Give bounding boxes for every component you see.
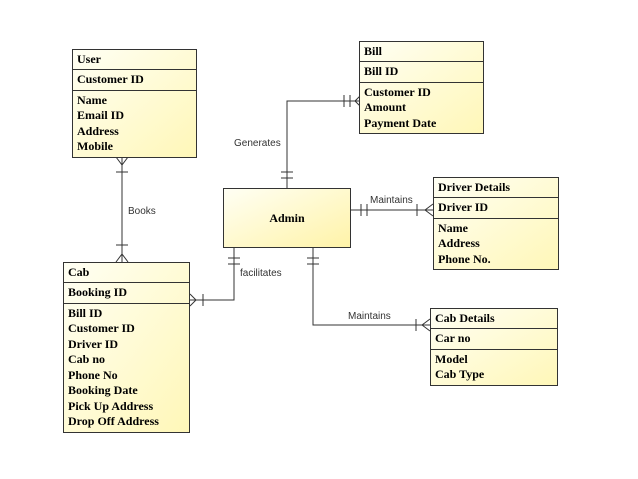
driver-details-entity: Driver Details Driver ID Name Address Ph… bbox=[433, 177, 559, 270]
attribute-list: Name Address Phone No. bbox=[434, 219, 558, 270]
primary-key-section: Customer ID bbox=[73, 70, 196, 91]
primary-key-section: Car no bbox=[431, 329, 557, 350]
primary-key: Driver ID bbox=[438, 200, 489, 214]
attribute-list: Model Cab Type bbox=[431, 350, 557, 385]
entity-title: User bbox=[77, 52, 101, 66]
admin-entity: Admin bbox=[223, 188, 351, 248]
cab-details-entity: Cab Details Car no Model Cab Type bbox=[430, 308, 558, 386]
maintains-driver-label: Maintains bbox=[370, 195, 413, 206]
primary-key-section: Driver ID bbox=[434, 198, 558, 219]
entity-title: Driver Details bbox=[438, 180, 511, 194]
attribute-list: Bill ID Customer ID Driver ID Cab no Pho… bbox=[64, 304, 189, 432]
entity-title-section: User bbox=[73, 50, 196, 70]
maintains-driver-link bbox=[351, 203, 434, 217]
entity-title: Cab Details bbox=[435, 311, 495, 325]
primary-key: Customer ID bbox=[77, 72, 144, 86]
primary-key-section: Booking ID bbox=[64, 283, 189, 304]
attribute: Amount bbox=[364, 100, 407, 114]
entity-title-section: Driver Details bbox=[434, 178, 558, 198]
primary-key: Car no bbox=[435, 331, 471, 345]
maintains-cab-label: Maintains bbox=[348, 311, 391, 322]
facilitates-label: facilitates bbox=[240, 268, 282, 279]
attribute: Address bbox=[77, 123, 119, 138]
generates-label: Generates bbox=[234, 138, 281, 149]
bill-entity: Bill Bill ID Customer ID Amount Payment … bbox=[359, 41, 484, 134]
entity-title: Bill bbox=[364, 44, 383, 58]
attribute: Cab Type bbox=[435, 367, 485, 381]
primary-key: Booking ID bbox=[68, 285, 128, 299]
attribute: Mobile bbox=[77, 139, 113, 153]
attribute: Phone No bbox=[68, 367, 118, 382]
attribute: Payment Date bbox=[364, 115, 437, 130]
entity-title-section: Cab bbox=[64, 263, 189, 283]
attribute: Name bbox=[438, 220, 468, 235]
attribute: Drop Off Address bbox=[68, 414, 159, 428]
attribute: Pick Up Address bbox=[68, 398, 154, 413]
books-link bbox=[115, 156, 129, 263]
attribute: Customer ID bbox=[68, 321, 135, 335]
attribute: Email ID bbox=[77, 108, 125, 122]
entity-title-section: Bill bbox=[360, 42, 483, 62]
attribute: Name bbox=[77, 92, 107, 107]
primary-key-section: Bill ID bbox=[360, 62, 483, 83]
attribute-list: Name Email ID Address Mobile bbox=[73, 91, 196, 157]
facilitates-link bbox=[189, 248, 240, 307]
entity-title-section: Cab Details bbox=[431, 309, 557, 329]
attribute: Address bbox=[438, 236, 480, 250]
entity-title: Cab bbox=[68, 265, 90, 279]
attribute: Driver ID bbox=[68, 336, 119, 351]
attribute: Bill ID bbox=[68, 305, 103, 320]
books-label: Books bbox=[128, 206, 156, 217]
entity-title: Admin bbox=[269, 210, 305, 225]
attribute: Phone No. bbox=[438, 251, 491, 266]
generates-link bbox=[281, 94, 362, 189]
maintains-cab-link bbox=[307, 248, 431, 332]
attribute: Model bbox=[435, 351, 468, 366]
primary-key: Bill ID bbox=[364, 64, 399, 78]
cab-entity: Cab Booking ID Bill ID Customer ID Drive… bbox=[63, 262, 190, 433]
attribute-list: Customer ID Amount Payment Date bbox=[360, 83, 483, 134]
attribute: Customer ID bbox=[364, 84, 431, 99]
user-entity: User Customer ID Name Email ID Address M… bbox=[72, 49, 197, 158]
attribute: Booking Date bbox=[68, 383, 138, 397]
attribute: Cab no bbox=[68, 352, 106, 366]
